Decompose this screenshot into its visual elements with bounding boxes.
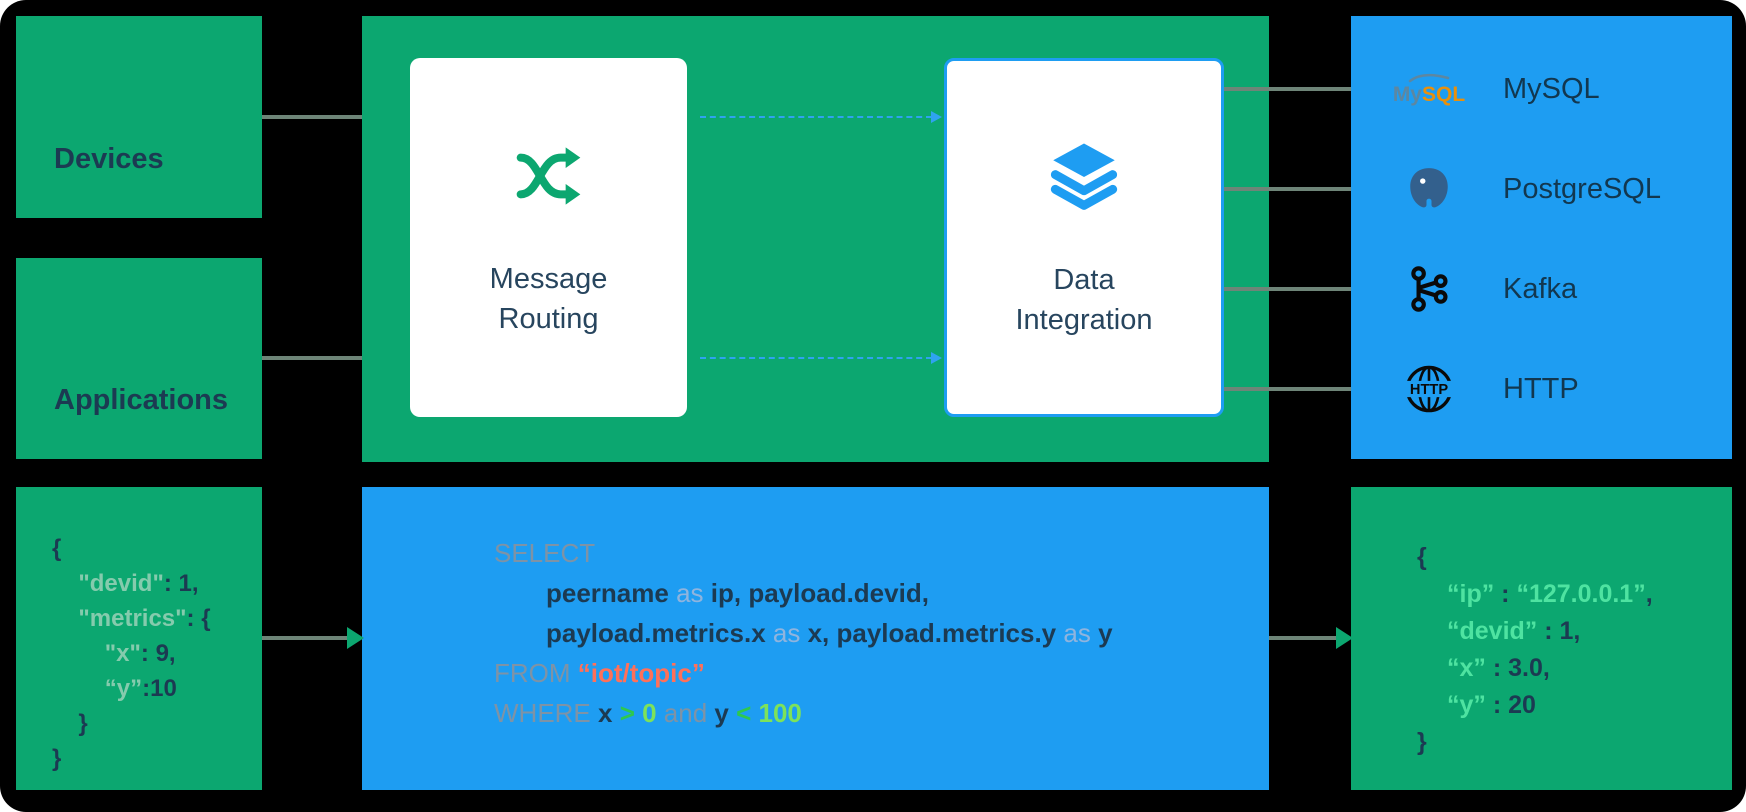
devices-label: Devices xyxy=(54,143,164,175)
sink-label-http: HTTP xyxy=(1503,372,1579,405)
arrowhead-icon xyxy=(931,111,942,123)
shuffle-icon xyxy=(505,136,593,221)
sql-to-output-arrowhead-icon xyxy=(1336,627,1353,649)
kafka-logo-icon xyxy=(1381,264,1477,314)
svg-text:HTTP: HTTP xyxy=(1410,382,1448,398)
sink-row-http: HTTP HTTP xyxy=(1381,356,1579,422)
integration-to-kafka-line xyxy=(1224,287,1351,291)
data-integration-card: Data Integration xyxy=(944,58,1224,417)
dashed-line xyxy=(700,116,932,118)
input-json-code: {"devid": 1,"metrics": {"x": 9,“y”:10}} xyxy=(52,535,211,772)
dashed-line xyxy=(700,357,932,359)
integration-to-postgresql-line xyxy=(1224,187,1351,191)
message-routing-card: Message Routing xyxy=(410,58,687,417)
arrowhead-icon xyxy=(931,352,942,364)
sql-to-output-line xyxy=(1269,636,1337,640)
data-integration-label: Data Integration xyxy=(1015,264,1153,336)
output-json-code: {“ip” : “127.0.0.1”,“devid” : 1,“x” : 3.… xyxy=(1417,543,1653,756)
sink-label-postgresql: PostgreSQL xyxy=(1503,172,1661,205)
integration-to-http-line xyxy=(1224,387,1351,391)
applications-box: Applications xyxy=(16,258,262,459)
input-to-sql-line xyxy=(262,636,348,640)
input-to-sql-arrowhead-icon xyxy=(347,627,364,649)
sink-row-kafka: Kafka xyxy=(1381,256,1577,322)
sink-row-postgresql: PostgreSQL xyxy=(1381,156,1661,222)
integration-to-mysql-line xyxy=(1224,87,1351,91)
applications-label: Applications xyxy=(54,384,229,416)
sql-rule-panel xyxy=(362,487,1269,790)
devices-box: Devices xyxy=(16,16,262,218)
layers-icon xyxy=(1040,135,1128,222)
sink-label-mysql: MySQL xyxy=(1503,72,1600,105)
postgresql-elephant-icon xyxy=(1381,164,1477,214)
applications-to-pipeline-line xyxy=(262,356,362,360)
http-globe-icon: HTTP xyxy=(1381,363,1477,415)
input-json-box xyxy=(16,487,262,790)
output-json-box xyxy=(1351,487,1732,790)
message-routing-label: Message Routing xyxy=(489,263,608,335)
sink-label-kafka: Kafka xyxy=(1503,272,1578,305)
devices-to-pipeline-line xyxy=(262,115,362,119)
